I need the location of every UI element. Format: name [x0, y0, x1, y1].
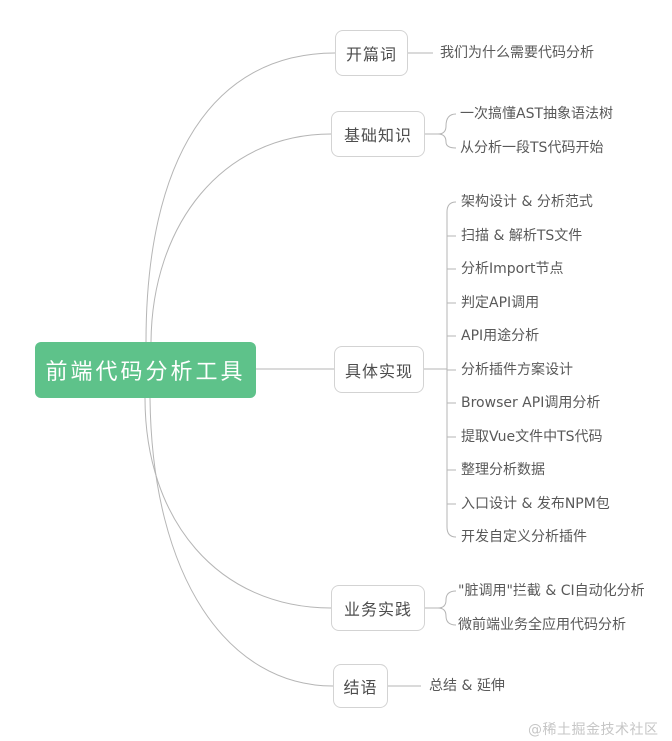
branch-node-kaipianci[interactable]: 开篇词: [335, 30, 408, 76]
link-root-branch4: [149, 397, 334, 687]
leaf-topic[interactable]: Browser API调用分析: [461, 395, 601, 411]
leaf-topic[interactable]: 提取Vue文件中TS代码: [461, 429, 603, 445]
leaf-topic[interactable]: 分析插件方案设计: [461, 362, 573, 378]
link-branch2-leaves: [424, 201, 457, 538]
branch-node-yewushijian[interactable]: 业务实践: [331, 585, 425, 631]
leaf-topic[interactable]: 判定API调用: [461, 295, 540, 311]
branch-node-jutishixian[interactable]: 具体实现: [334, 346, 424, 393]
leaf-topic[interactable]: 微前端业务全应用代码分析: [458, 617, 626, 633]
leaf-topic[interactable]: 架构设计 & 分析范式: [461, 194, 593, 210]
watermark: @稀土掘金技术社区: [528, 722, 659, 738]
leaf-topic[interactable]: 扫描 & 解析TS文件: [461, 228, 583, 244]
leaf-topic[interactable]: 开发自定义分析插件: [461, 529, 587, 545]
link-root-branch1: [150, 133, 332, 343]
branch-node-jieyu[interactable]: 结语: [333, 664, 388, 708]
leaf-topic[interactable]: 总结 & 延伸: [429, 678, 505, 694]
leaf-topic[interactable]: 从分析一段TS代码开始: [460, 140, 604, 156]
link-branch1-leaves: [425, 113, 457, 149]
leaf-topic[interactable]: 入口设计 & 发布NPM包: [461, 496, 610, 512]
leaf-topic[interactable]: "脏调用"拦截 & CI自动化分析: [458, 583, 645, 599]
leaf-topic[interactable]: 我们为什么需要代码分析: [440, 45, 594, 61]
link-branch3-leaves: [425, 590, 457, 626]
leaf-topic[interactable]: 一次搞懂AST抽象语法树: [460, 106, 614, 122]
root-node[interactable]: 前端代码分析工具: [35, 342, 256, 398]
leaf-topic[interactable]: API用途分析: [461, 328, 540, 344]
leaf-topic[interactable]: 整理分析数据: [461, 462, 545, 478]
branch-node-jichuzhishi[interactable]: 基础知识: [331, 111, 425, 157]
link-root-branch0: [145, 52, 336, 343]
leaf-topic[interactable]: 分析Import节点: [461, 261, 564, 277]
link-root-branch3: [144, 397, 332, 609]
